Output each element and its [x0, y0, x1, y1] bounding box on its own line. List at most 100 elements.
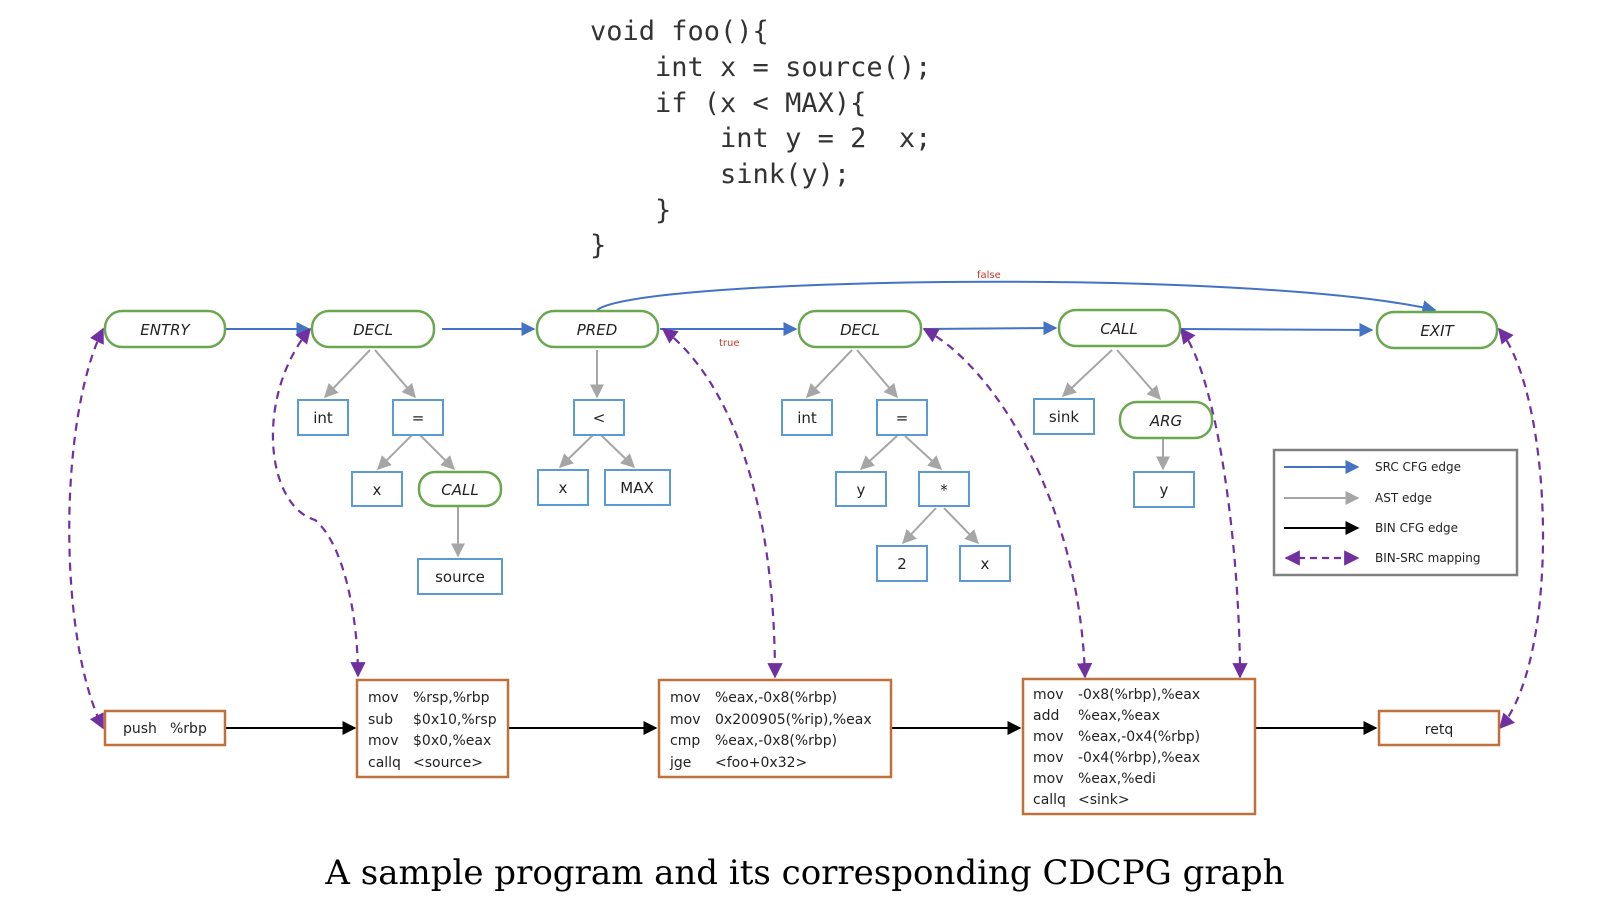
ast-node	[835, 471, 887, 507]
ast-edges	[324, 349, 1170, 558]
bin-block	[1021, 677, 1257, 816]
asm-args: $0x10,%rsp	[413, 712, 497, 728]
ast-edge	[904, 435, 943, 470]
code-line: }	[590, 195, 671, 226]
asm-op: mov	[1033, 729, 1064, 745]
ast-node-label: MAX	[620, 479, 653, 497]
call-node-label: CALL	[1100, 320, 1137, 338]
ast-node	[918, 471, 970, 507]
ast-node	[351, 471, 403, 507]
ast-node	[781, 399, 833, 436]
ast-edge	[859, 435, 898, 470]
entry-node-label: ENTRY	[140, 321, 191, 339]
ast-node-label: x	[559, 479, 568, 497]
code-line: }	[590, 230, 606, 261]
code-line: int x = source();	[590, 52, 931, 83]
ast-node-label: x	[981, 555, 990, 573]
bin-block-body: mov -0x8(%rbp),%eax add %eax,%eax mov %e…	[1033, 687, 1200, 808]
asm-op: callq	[368, 755, 401, 771]
decl-node-label: DECL	[353, 321, 393, 339]
bin-block-retq: retq	[1425, 722, 1453, 738]
asm-op: cmp	[670, 733, 700, 749]
ast-node-label: 2	[897, 555, 907, 573]
decl-node-label: DECL	[840, 321, 880, 339]
ast-edge	[902, 507, 937, 545]
src-cfg-edge	[1180, 322, 1374, 337]
asm-args: %eax,%eax	[1078, 708, 1160, 724]
asm-args: $0x0,%eax	[413, 733, 491, 749]
call-node-label: CALL	[441, 481, 478, 499]
false-edge-label: false	[977, 270, 1001, 281]
ast-node-label: y	[1160, 481, 1169, 499]
asm-op: mov	[1033, 687, 1064, 703]
call-node: CALL	[417, 470, 503, 508]
ast-edge	[806, 349, 853, 399]
ast-edge	[600, 434, 636, 468]
asm-op: jge	[669, 755, 691, 771]
arg-node-label: ARG	[1149, 412, 1182, 430]
asm-op: mov	[1033, 771, 1064, 787]
bin-block-push: push %rbp	[123, 721, 207, 737]
src-cfg-nodes: ENTRY DECL PRED DECL CALL EXIT CALL ARG	[103, 308, 1499, 508]
asm-op: mov	[1033, 750, 1064, 766]
ast-node	[876, 399, 928, 436]
code-line: sink(y);	[590, 159, 850, 190]
ast-node-label: source	[435, 568, 485, 586]
entry-node: ENTRY	[103, 309, 227, 349]
mapping-edge	[271, 327, 366, 678]
mapping-edge	[1180, 327, 1248, 679]
bin-src-mappings	[68, 327, 1545, 730]
exit-node: EXIT	[1375, 310, 1499, 350]
legend-bin-src-label: BIN-SRC mapping	[1375, 551, 1480, 565]
ast-node	[417, 558, 503, 595]
ast-node-label: y	[857, 481, 866, 499]
bin-blocks	[103, 677, 1501, 816]
mapping-edge	[661, 328, 783, 679]
legend: SRC CFG edge AST edge BIN CFG edge BIN-S…	[1272, 448, 1519, 577]
asm-op: mov	[368, 690, 399, 706]
ast-node	[392, 399, 444, 436]
asm-args: %eax,-0x8(%rbp)	[715, 733, 837, 749]
ast-edge	[374, 349, 416, 399]
mapping-edge	[1498, 327, 1545, 730]
legend-bin-cfg-label: BIN CFG edge	[1375, 521, 1458, 535]
legend-ast-label: AST edge	[1375, 491, 1432, 505]
ast-node-label: =	[412, 409, 425, 427]
bin-block	[355, 678, 510, 779]
mapping-edge	[922, 328, 1093, 679]
ast-node	[959, 545, 1011, 582]
ast-edge	[558, 434, 594, 468]
asm-args: %eax,-0x8(%rbp)	[715, 690, 837, 706]
asm-op: callq	[1033, 792, 1066, 808]
asm-args: <foo+0x32>	[715, 755, 807, 771]
mapping-edge	[68, 327, 104, 730]
ast-node-labels: int = x source < x MAX int = y * 2 x sin…	[313, 408, 1168, 586]
ast-node-label: *	[940, 481, 948, 499]
asm-args: %rsp,%rbp	[413, 690, 490, 706]
ast-node	[604, 469, 671, 506]
source-code: void foo(){ int x = source(); if (x < MA…	[590, 16, 931, 261]
asm-args: -0x4(%rbp),%eax	[1078, 750, 1200, 766]
ast-edge	[419, 434, 455, 470]
ast-edge	[1061, 349, 1113, 397]
asm-op: add	[1033, 708, 1059, 724]
exit-node-label: EXIT	[1420, 322, 1455, 340]
ast-node	[876, 545, 928, 582]
ast-edge	[377, 434, 413, 470]
decl-node: DECL	[310, 309, 436, 349]
asm-op: retq	[1425, 722, 1453, 738]
ast-node-label: sink	[1049, 408, 1079, 426]
bin-block-prologue: mov %rsp,%rbp sub $0x10,%rsp mov $0x0,%e…	[368, 690, 497, 771]
asm-args: %eax,%edi	[1078, 771, 1156, 787]
asm-args: <source>	[413, 755, 483, 771]
ast-edge	[324, 349, 371, 399]
ast-node-label: int	[313, 409, 333, 427]
ast-node	[1133, 471, 1195, 508]
asm-op: push	[123, 721, 157, 737]
ast-edge	[1116, 349, 1161, 401]
ast-node	[537, 469, 589, 506]
bin-block	[1377, 709, 1501, 747]
pred-node-label: PRED	[577, 321, 618, 339]
